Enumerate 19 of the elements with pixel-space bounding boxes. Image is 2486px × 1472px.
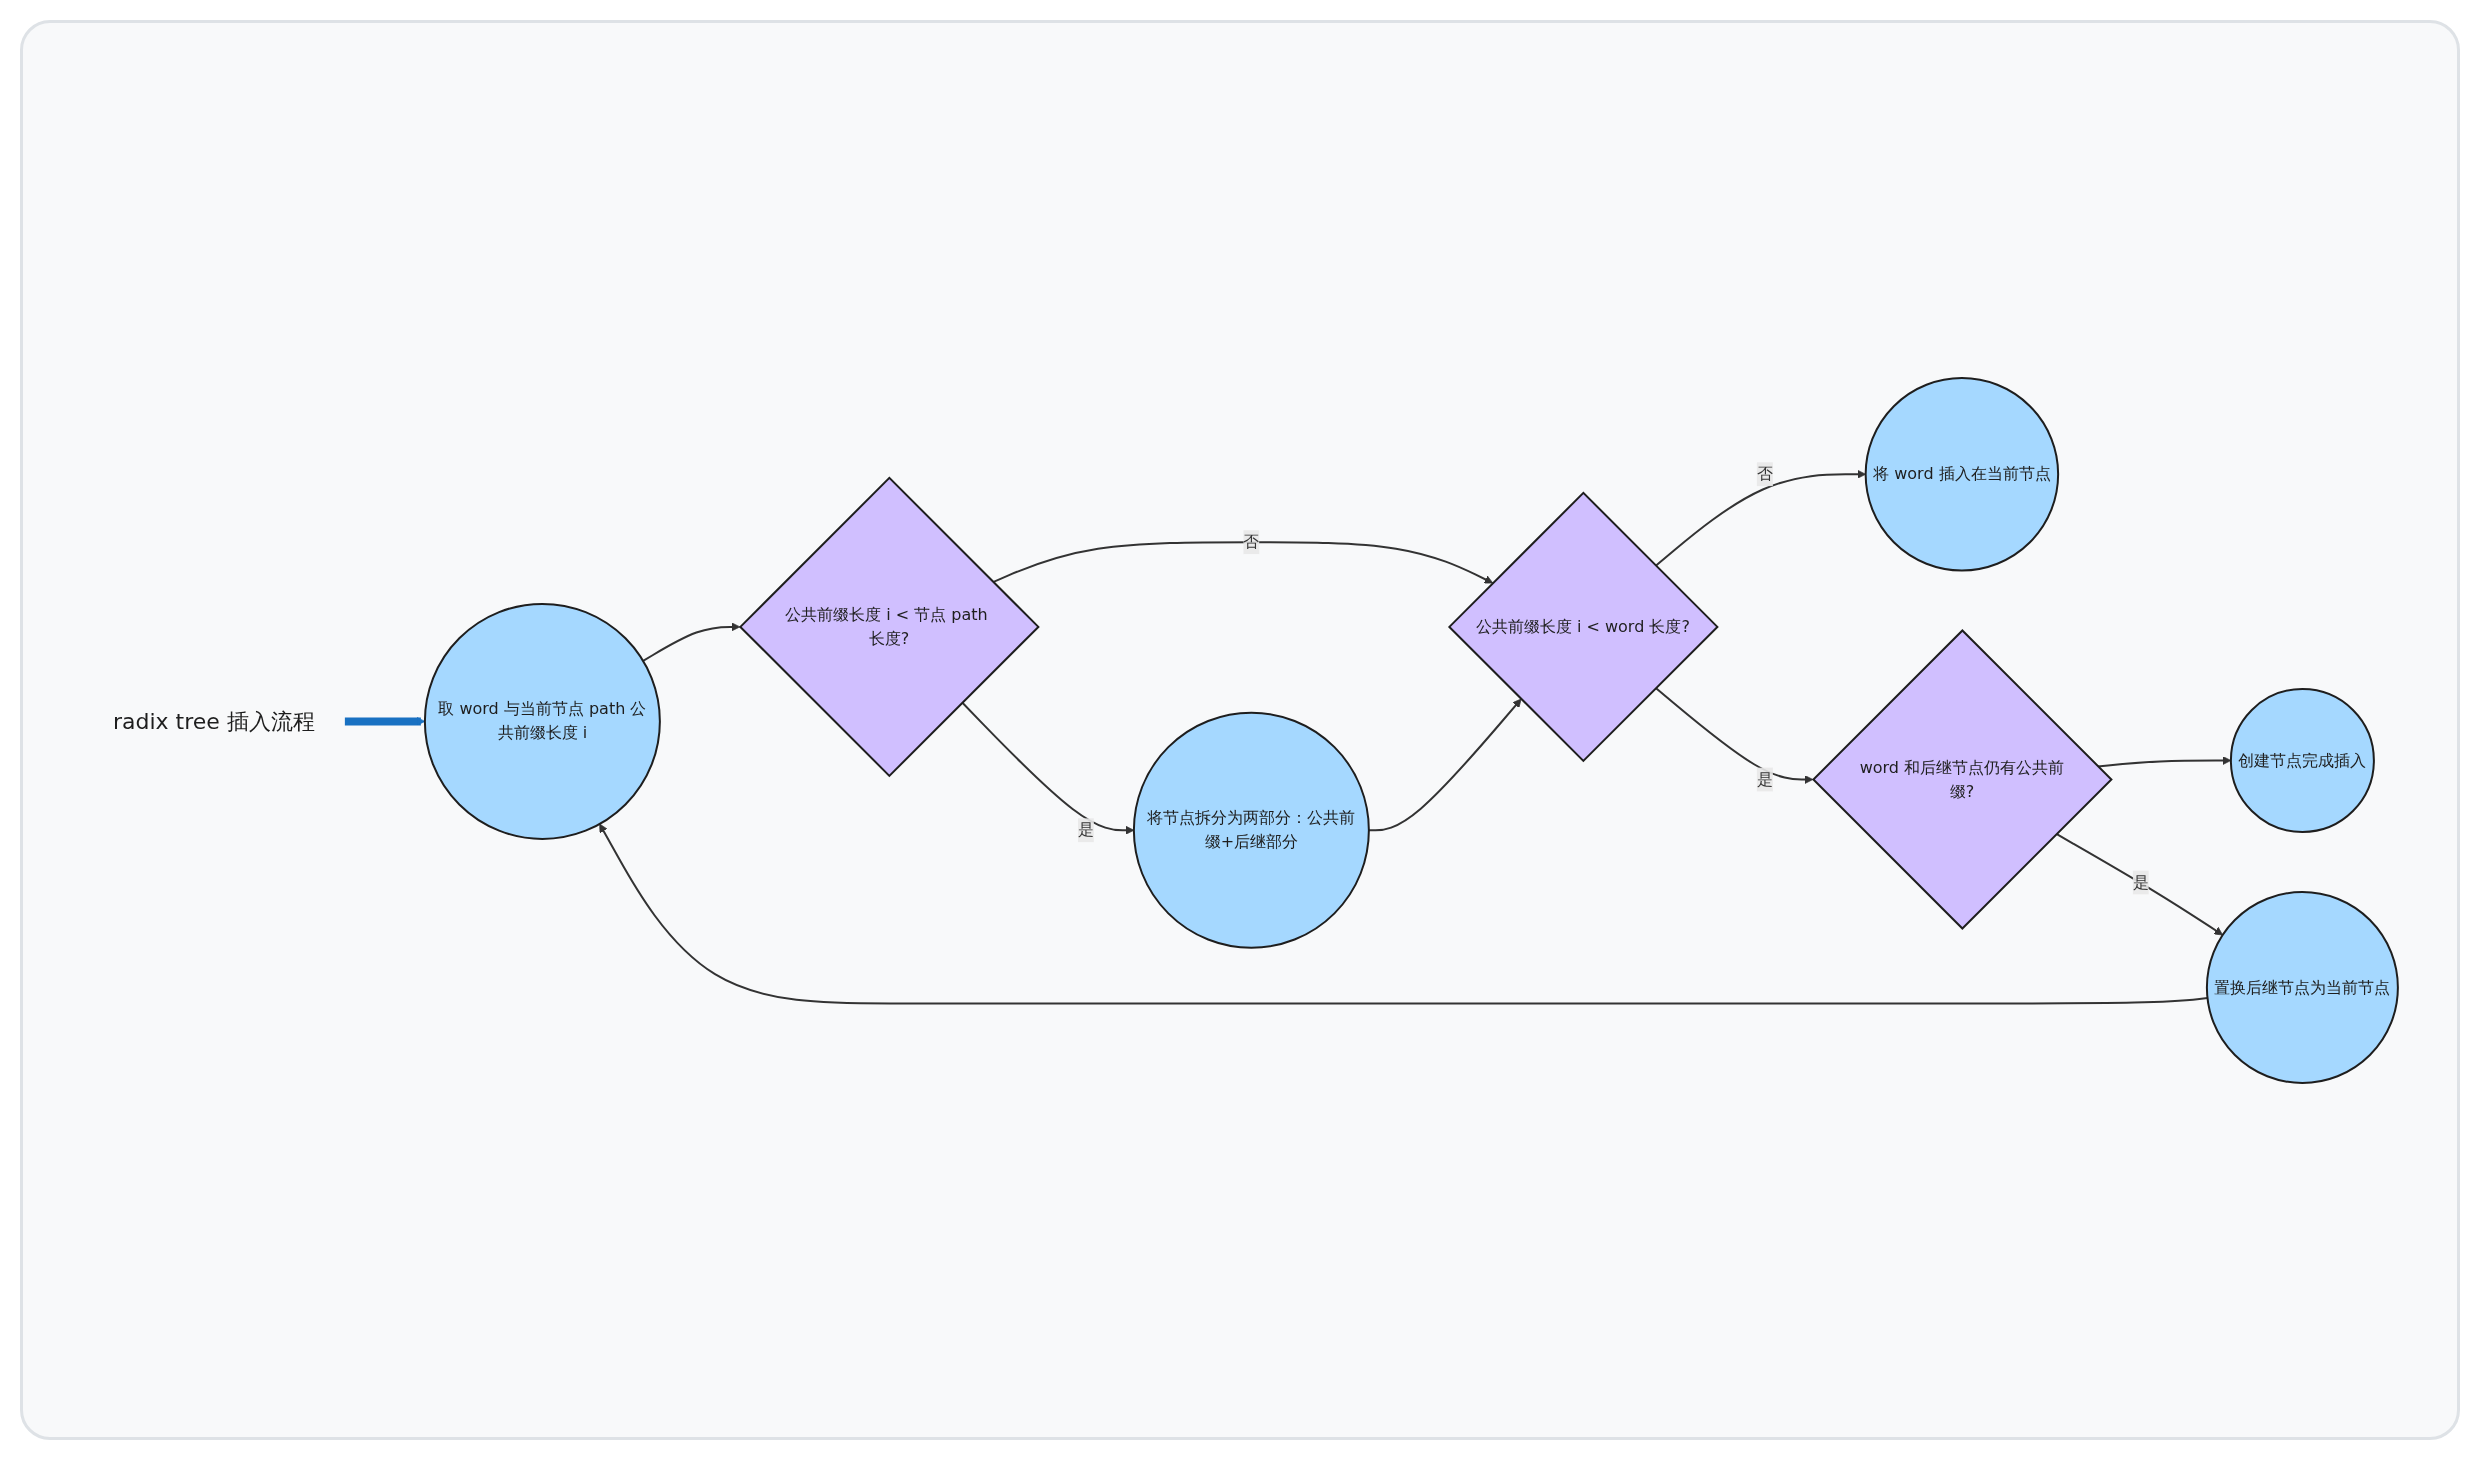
edge-label: 是 (1077, 819, 1094, 839)
edge-label: 否 (1756, 463, 1773, 483)
node-circle: 置换后继节点为当前节点 (2205, 890, 2399, 1084)
node-circle: 将 word 插入在当前节点 (1864, 376, 2059, 571)
node-text: radix tree 插入流程 (112, 708, 315, 734)
arrow (960, 701, 1134, 835)
node-circle: 创建节点完成插入 (2229, 687, 2375, 833)
arrow (641, 622, 740, 662)
node-circle: 取 word 与当前节点 path 公共前缀长度 i (423, 602, 661, 840)
node-circle: 将节点拆分为两部分：公共前缀+后继部分 (1132, 711, 1370, 949)
node-diamond: 公共前缀长度 i < 节点 path 长度? (738, 475, 1040, 777)
edge-label: 否 (1242, 531, 1259, 551)
arrow (2054, 832, 2223, 935)
edge-label: 是 (1756, 769, 1773, 788)
node-diamond: 公共前缀长度 i < word 长度? (1447, 490, 1719, 762)
arrow (1654, 469, 1866, 567)
node-diamond: word 和后继节点仍有公共前缀? (1811, 628, 2113, 930)
arrow (1654, 686, 1813, 784)
edge-label: 是 (2132, 872, 2149, 892)
